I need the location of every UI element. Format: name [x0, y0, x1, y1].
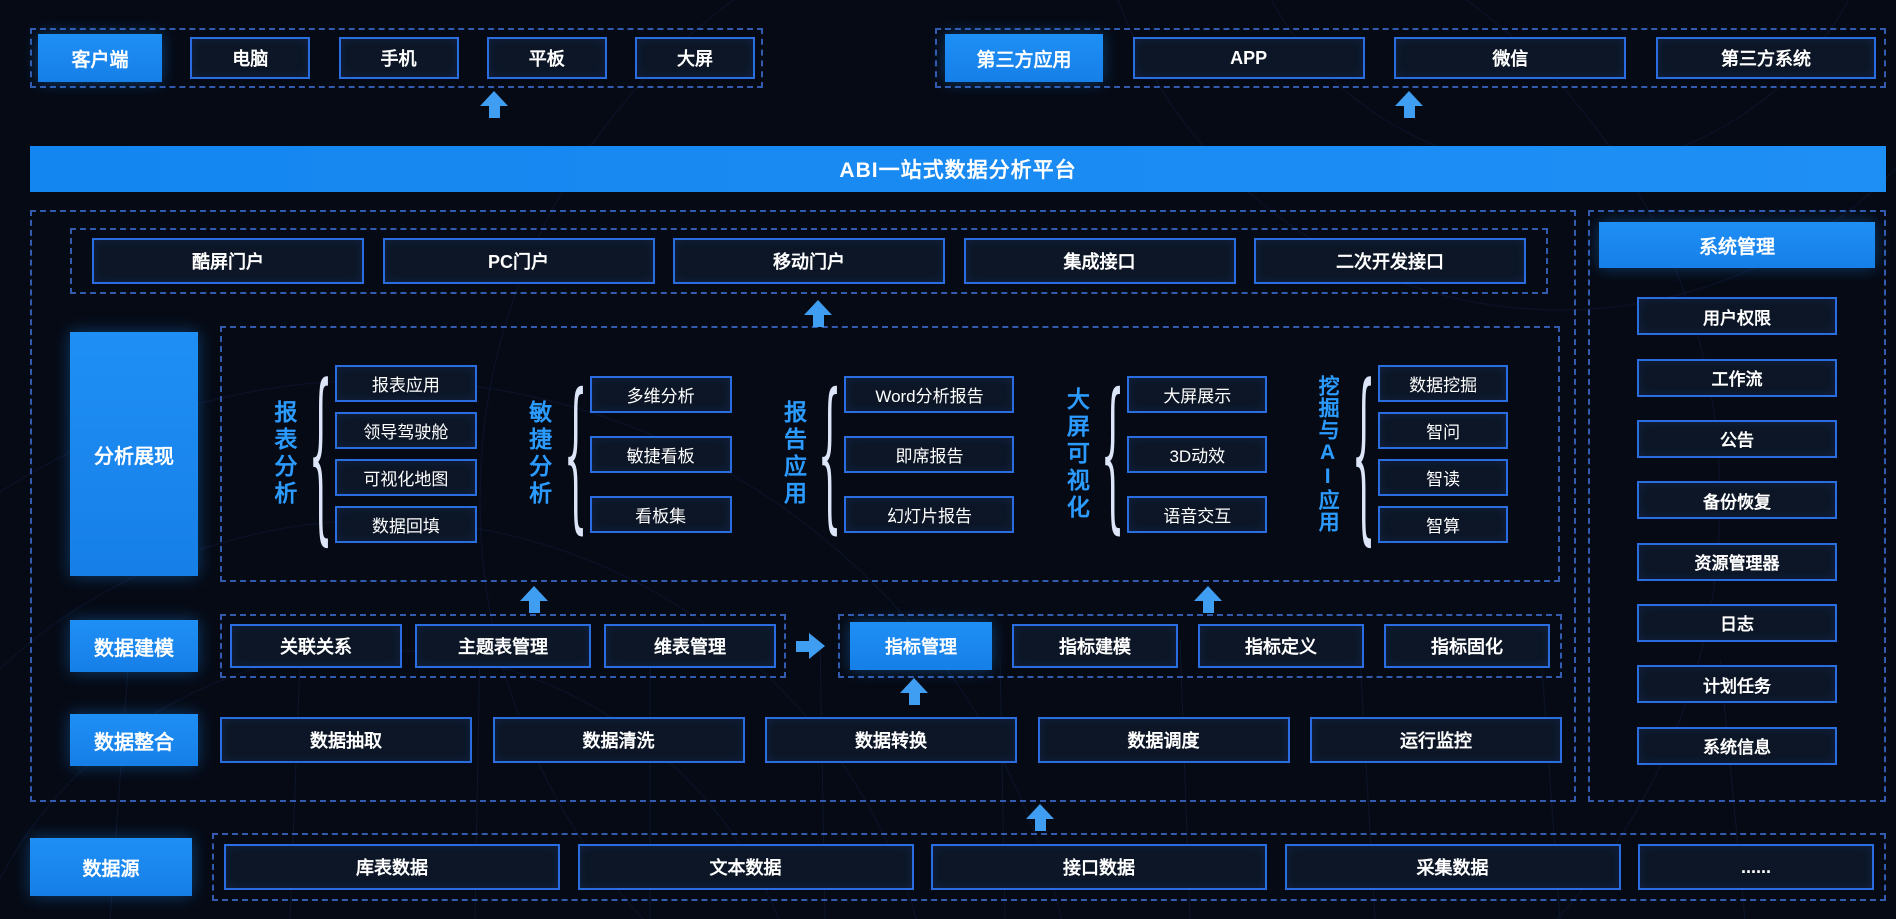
- datasource-item-more: ......: [1638, 844, 1874, 890]
- brace-icon: {: [817, 357, 843, 549]
- analysis-group-name: 大屏可视化: [1063, 386, 1090, 522]
- system-label: 系统管理: [1599, 222, 1875, 268]
- integration-label: 数据整合: [70, 714, 198, 766]
- arrow-right-modeling-icon: [796, 633, 825, 659]
- system-item-workflow: 工作流: [1637, 358, 1837, 397]
- modeling-label: 数据建模: [70, 620, 198, 672]
- analysis-item: 数据回填: [334, 506, 477, 543]
- analysis-group-mining-ai: 挖掘与AI应用 { 数据挖掘 智问 智读 智算: [1316, 360, 1509, 546]
- system-item-logs: 日志: [1637, 603, 1837, 642]
- analysis-item: 智读: [1378, 459, 1509, 496]
- analysis-item: 数据挖掘: [1378, 365, 1509, 402]
- integration-item-extract: 数据抽取: [220, 717, 472, 763]
- analysis-item: 语音交互: [1127, 495, 1268, 533]
- integration-item-monitor: 运行监控: [1310, 717, 1562, 763]
- analysis-label: 分析展现: [70, 332, 198, 576]
- arrow-up-analysis-right-icon: [1194, 586, 1222, 613]
- portal-item-coolscreen: 酷屏门户: [92, 238, 364, 284]
- main-panel: 酷屏门户 PC门户 移动门户 集成接口 二次开发接口 分析展现 报表分析 { 报…: [30, 210, 1576, 802]
- client-group: 客户端 电脑 手机 平板 大屏: [30, 28, 763, 88]
- analysis-item: Word分析报告: [844, 375, 1015, 413]
- system-item-info: 系统信息: [1637, 726, 1837, 765]
- analysis-group-name: 报告应用: [780, 400, 807, 508]
- analysis-item: 智问: [1378, 412, 1509, 449]
- client-item-pc: 电脑: [190, 37, 311, 79]
- metric-item-definition: 指标定义: [1198, 624, 1364, 668]
- metric-hub: 指标管理: [850, 622, 992, 670]
- third-party-item-system: 第三方系统: [1655, 37, 1876, 79]
- datasource-label: 数据源: [30, 838, 192, 896]
- portal-item-mobile: 移动门户: [673, 238, 945, 284]
- modeling-item-relation: 关联关系: [230, 624, 402, 668]
- modeling-left-panel: 关联关系 主题表管理 维表管理: [220, 614, 786, 678]
- analysis-group-agile: 敏捷分析 { 多维分析 敏捷看板 看板集: [525, 371, 732, 535]
- analysis-item: 大屏展示: [1127, 375, 1268, 413]
- system-item-permissions: 用户权限: [1637, 297, 1837, 336]
- analysis-item: 看板集: [589, 495, 732, 533]
- analysis-group-report: 报表分析 { 报表应用 领导驾驶舱 可视化地图 数据回填: [270, 360, 477, 546]
- system-item-backup: 备份恢复: [1637, 481, 1837, 520]
- third-party-group: 第三方应用 APP 微信 第三方系统: [935, 28, 1886, 88]
- integration-item-clean: 数据清洗: [492, 717, 745, 763]
- analysis-item: 可视化地图: [334, 459, 477, 496]
- arrow-up-analysis-left-icon: [520, 586, 548, 613]
- arrow-up-datasource-icon: [1026, 804, 1054, 831]
- brace-icon: {: [1351, 343, 1376, 562]
- system-item-tasks: 计划任务: [1637, 665, 1837, 704]
- system-panel: 系统管理 用户权限 工作流 公告 备份恢复 资源管理器 日志 计划任务 系统信息: [1588, 210, 1886, 802]
- arrow-up-portal-icon: [804, 300, 832, 327]
- third-party-label: 第三方应用: [945, 34, 1103, 82]
- analysis-group-name: 报表分析: [270, 400, 297, 508]
- platform-banner: ABI一站式数据分析平台: [30, 146, 1886, 192]
- client-item-bigscreen: 大屏: [635, 37, 755, 79]
- integration-item-transform: 数据转换: [765, 717, 1017, 763]
- analysis-item: 敏捷看板: [589, 435, 732, 473]
- integration-item-schedule: 数据调度: [1037, 717, 1290, 763]
- analysis-group-name: 敏捷分析: [525, 400, 552, 508]
- analysis-panel: 报表分析 { 报表应用 领导驾驶舱 可视化地图 数据回填 敏捷分析 { 多维分析…: [220, 326, 1560, 582]
- analysis-item: 报表应用: [334, 365, 477, 402]
- portal-item-integration: 集成接口: [963, 238, 1236, 284]
- client-item-phone: 手机: [338, 37, 459, 79]
- system-item-announcement: 公告: [1637, 419, 1837, 458]
- brace-icon: {: [1100, 357, 1125, 549]
- analysis-group-name: 挖掘与AI应用: [1316, 375, 1340, 533]
- datasource-item-text: 文本数据: [577, 844, 914, 890]
- arrow-up-client-icon: [480, 91, 508, 118]
- analysis-item: 领导驾驶舱: [334, 412, 477, 449]
- integration-row: 数据抽取 数据清洗 数据转换 数据调度 运行监控: [220, 716, 1562, 764]
- datasource-item-table: 库表数据: [224, 844, 560, 890]
- arrow-up-metric-icon: [900, 678, 928, 705]
- datasource-item-collected: 采集数据: [1284, 844, 1621, 890]
- analysis-group-bigscreen: 大屏可视化 { 大屏展示 3D动效 语音交互: [1063, 371, 1268, 535]
- analysis-item: 3D动效: [1127, 435, 1268, 473]
- analysis-item: 幻灯片报告: [844, 495, 1015, 533]
- metric-item-solidify: 指标固化: [1384, 624, 1550, 668]
- portal-item-pc: PC门户: [382, 238, 655, 284]
- client-item-tablet: 平板: [486, 37, 607, 79]
- analysis-item: 智算: [1378, 506, 1509, 543]
- system-items: 用户权限 工作流 公告 备份恢复 资源管理器 日志 计划任务 系统信息: [1590, 268, 1884, 800]
- third-party-item-app: APP: [1132, 37, 1365, 79]
- brace-icon: {: [563, 357, 588, 549]
- metric-panel: 指标管理 指标建模 指标定义 指标固化: [838, 614, 1562, 678]
- datasource-item-api: 接口数据: [931, 844, 1267, 890]
- portal-row: 酷屏门户 PC门户 移动门户 集成接口 二次开发接口: [70, 228, 1548, 294]
- arrow-up-third-party-icon: [1395, 91, 1423, 118]
- system-item-resources: 资源管理器: [1637, 542, 1837, 581]
- analysis-item: 即席报告: [844, 435, 1015, 473]
- client-label: 客户端: [38, 34, 162, 82]
- metric-item-modeling: 指标建模: [1012, 624, 1178, 668]
- modeling-item-dimension: 维表管理: [604, 624, 776, 668]
- brace-icon: {: [308, 343, 333, 562]
- portal-item-devapi: 二次开发接口: [1254, 238, 1526, 284]
- analysis-group-reporting: 报告应用 { Word分析报告 即席报告 幻灯片报告: [780, 371, 1015, 535]
- datasource-panel: 库表数据 文本数据 接口数据 采集数据 ......: [212, 833, 1886, 901]
- third-party-item-wechat: 微信: [1394, 37, 1627, 79]
- modeling-item-subject: 主题表管理: [415, 624, 591, 668]
- analysis-item: 多维分析: [589, 375, 732, 413]
